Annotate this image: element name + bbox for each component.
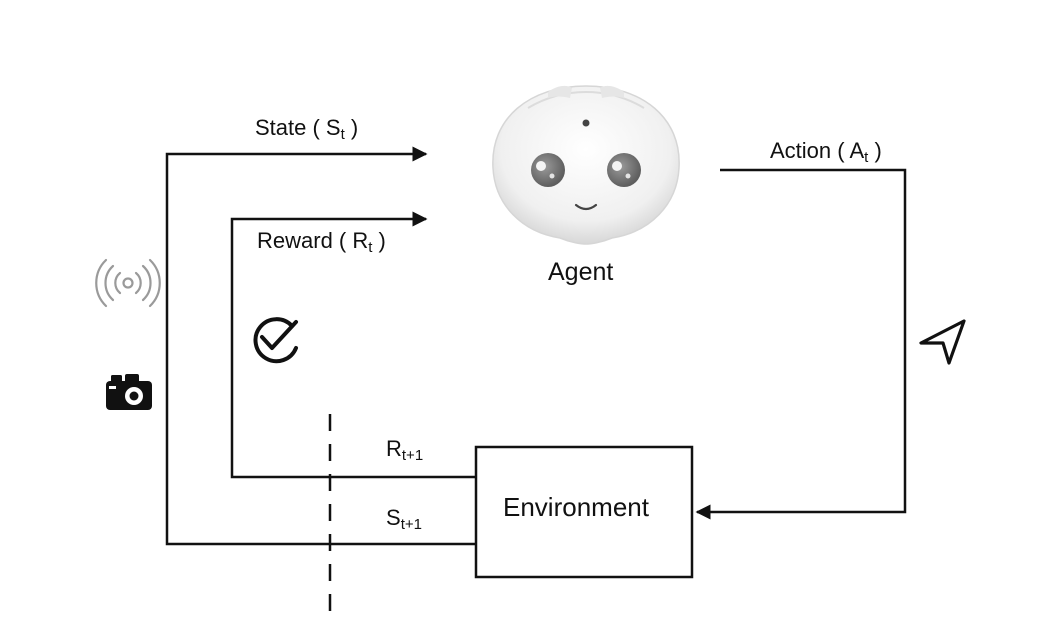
action-label: Action ( At ) xyxy=(770,138,882,166)
reward-label: Reward ( Rt ) xyxy=(257,228,386,256)
agent-label: Agent xyxy=(548,258,614,286)
state-next-label: St+1 xyxy=(386,505,422,533)
action-edge xyxy=(695,168,907,520)
environment-box xyxy=(474,445,694,579)
environment-label: Environment xyxy=(503,492,649,522)
state-label: State ( St ) xyxy=(255,115,359,143)
camera-icon xyxy=(106,374,152,410)
state-edge xyxy=(165,146,475,546)
robot-head-icon xyxy=(492,85,680,245)
reward-next-label: Rt+1 xyxy=(386,436,424,464)
checkmark-circle-icon xyxy=(253,317,298,364)
wireless-signal-icon xyxy=(95,258,161,308)
reward-edge xyxy=(230,211,475,479)
send-arrow-icon xyxy=(919,319,966,365)
